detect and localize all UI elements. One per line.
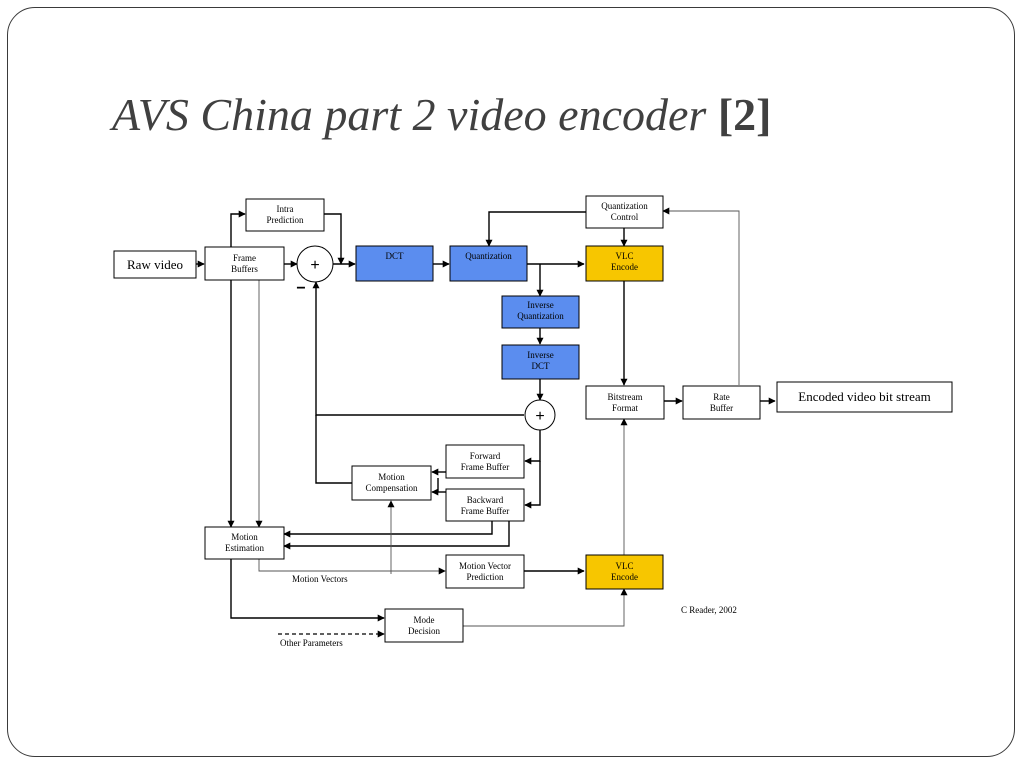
mode-to-vlc-arrow: [463, 588, 628, 627]
forward-buffer-label-1: Forward: [470, 451, 501, 461]
slide-title-reference: [2]: [717, 89, 772, 140]
rate-feedback-arrow: [662, 207, 740, 385]
me-label-2: Estimation: [225, 543, 264, 553]
invquant-label-1: Inverse: [527, 300, 554, 310]
backward-frame-buffer-block: Backward Frame Buffer: [445, 488, 525, 522]
me-to-mvp-arrow: [258, 559, 446, 575]
mc-label-1: Motion: [378, 472, 405, 482]
motion-vector-prediction-block: Motion Vector Prediction: [445, 554, 525, 589]
slide-title-text: AVS China part 2 video encoder: [112, 89, 707, 140]
frame-buffers-label-2: Buffers: [231, 264, 258, 274]
backward-buffer-label-1: Backward: [467, 495, 504, 505]
invdct-label-1: Inverse: [527, 350, 554, 360]
adder-minus-sign: −: [296, 280, 305, 297]
motion-vectors-label: Motion Vectors: [292, 574, 348, 584]
intra-prediction-label-2: Prediction: [267, 215, 304, 225]
quantization-label: Quantization: [465, 251, 512, 261]
adder-bottom: +: [524, 399, 556, 431]
invdct-label-2: DCT: [532, 361, 551, 371]
intra-to-dct-path: [324, 213, 345, 265]
vlc-bottom-label-2: Encode: [611, 572, 638, 582]
forward-frame-buffer-block: Forward Frame Buffer: [445, 444, 525, 479]
adder-to-forward-buffer-arrow: [524, 430, 541, 465]
quantization-block: Quantization: [449, 245, 528, 282]
rate-buffer-label-1: Rate: [713, 392, 730, 402]
connectors: [196, 207, 776, 638]
rate-buffer-block: Rate Buffer: [682, 385, 761, 420]
slide-title: AVS China part 2 video encoder [2]: [112, 88, 771, 141]
dct-label: DCT: [386, 251, 405, 261]
inverse-dct-block: Inverse DCT: [501, 344, 580, 380]
raw-video-label: Raw video: [127, 257, 183, 272]
vlc-encode-bottom-block: VLC Encode: [585, 554, 664, 590]
bitstream-label-2: Format: [612, 403, 638, 413]
adder-top-symbol: +: [310, 257, 319, 274]
motion-estimation-block: Motion Estimation: [204, 526, 285, 560]
mvp-label-2: Prediction: [467, 572, 504, 582]
adder-to-backward-buffer-arrow: [524, 461, 541, 509]
mvp-label-1: Motion Vector: [459, 561, 511, 571]
rate-buffer-label-2: Buffer: [710, 403, 733, 413]
mode-label-1: Mode: [414, 615, 435, 625]
mode-label-2: Decision: [408, 626, 440, 636]
bitstream-label-1: Bitstream: [608, 392, 643, 402]
bitstream-format-block: Bitstream Format: [585, 385, 665, 420]
mc-label-2: Compensation: [366, 483, 418, 493]
backward-to-me-arrow-1: [283, 521, 493, 538]
intra-prediction-block: Intra Prediction: [245, 198, 325, 232]
encoded-bitstream-block: Encoded video bit stream: [776, 381, 953, 413]
credit-label: C Reader, 2002: [681, 605, 737, 615]
forward-buffer-label-2: Frame Buffer: [461, 462, 510, 472]
other-parameters-label: Other Parameters: [280, 638, 343, 648]
motion-compensation-block: Motion Compensation: [351, 465, 432, 501]
mc-to-adder-path: [315, 415, 352, 484]
frame-buffers-block: Frame Buffers: [204, 246, 285, 281]
vlc-top-label-2: Encode: [611, 262, 638, 272]
qcontrol-label-2: Control: [611, 212, 639, 222]
reconstruction-loop-arrow: [312, 281, 524, 416]
raw-video-block: Raw video: [113, 250, 197, 279]
invquant-label-2: Quantization: [517, 311, 564, 321]
qcontrol-label-1: Quantization: [601, 201, 648, 211]
me-to-mode-arrow: [230, 559, 385, 622]
adder-top: + −: [296, 245, 334, 297]
framebuffers-to-intra-arrow: [230, 210, 246, 247]
adder-bottom-symbol: +: [535, 408, 544, 425]
vlc-top-label-1: VLC: [616, 251, 634, 261]
quantization-control-block: Quantization Control: [585, 195, 664, 229]
backward-buffer-label-2: Frame Buffer: [461, 506, 510, 516]
backward-to-me-arrow-2: [283, 521, 510, 550]
mode-decision-block: Mode Decision: [384, 608, 464, 643]
vlc-bottom-label-1: VLC: [616, 561, 634, 571]
vlc-encode-top-block: VLC Encode: [585, 245, 664, 282]
dct-block: DCT: [355, 245, 434, 282]
encoded-bitstream-label: Encoded video bit stream: [798, 389, 931, 404]
inverse-quantization-block: Inverse Quantization: [501, 295, 580, 329]
intra-prediction-label-1: Intra: [277, 204, 294, 214]
frame-buffers-label-1: Frame: [233, 253, 256, 263]
qcontrol-to-quantization-arrow: [485, 211, 586, 247]
me-label-1: Motion: [231, 532, 258, 542]
